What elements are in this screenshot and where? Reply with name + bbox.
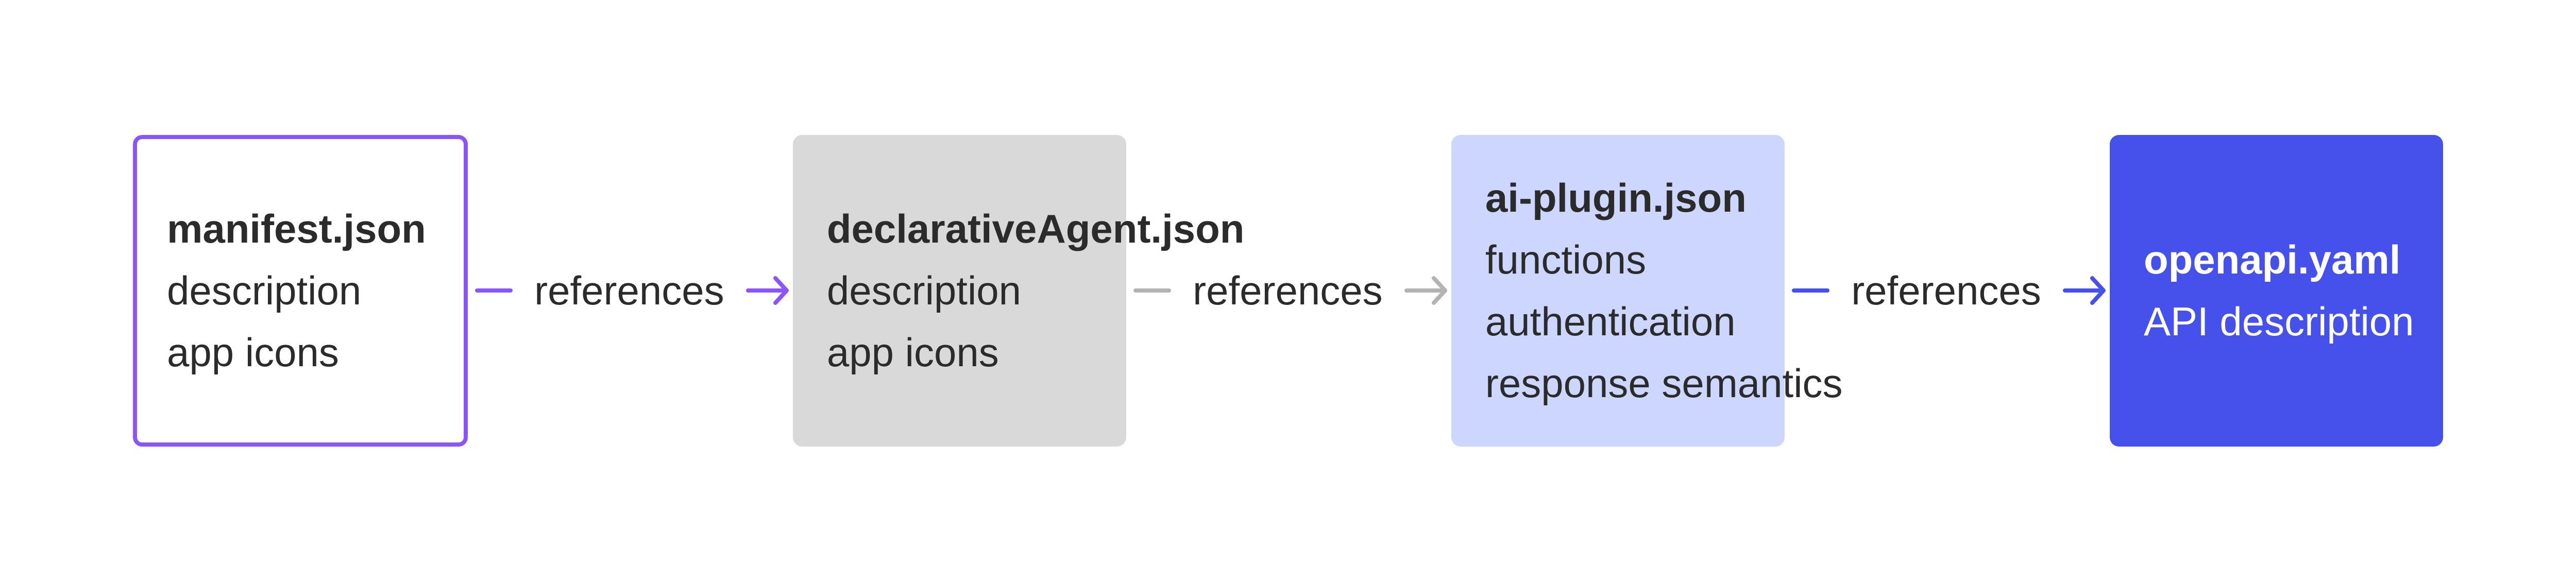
edge-label: references — [1193, 268, 1383, 313]
node-item: response semantics — [1485, 361, 1843, 406]
edge-line — [474, 288, 513, 293]
edge-manifest-to-agent: references — [468, 260, 793, 321]
node-item: app icons — [826, 330, 999, 375]
arrowhead-icon — [2090, 276, 2106, 305]
edge-plugin-to-openapi: references — [1785, 260, 2110, 321]
node-declarative-agent-json: declarativeAgent.json description app ic… — [792, 134, 1245, 447]
node-manifest-json: manifest.json description app icons — [133, 134, 468, 447]
edge-agent-to-plugin: references — [1126, 260, 1451, 321]
arrowhead-icon — [1431, 276, 1447, 305]
edge-line — [745, 288, 784, 293]
node-item: description — [826, 268, 1022, 313]
node-item: app icons — [167, 330, 339, 375]
node-openapi-yaml: openapi.yaml API description — [2109, 134, 2444, 447]
arrowhead-icon — [773, 276, 789, 305]
edge-line — [2062, 288, 2100, 293]
node-title: ai-plugin.json — [1485, 175, 1747, 220]
edge-line — [1404, 288, 1442, 293]
edge-label: references — [1851, 268, 2041, 313]
node-title: declarativeAgent.json — [826, 206, 1245, 251]
edge-label: references — [534, 268, 724, 313]
node-ai-plugin-json: ai-plugin.json functions authentication … — [1451, 134, 1843, 447]
edge-line — [1791, 288, 1830, 293]
node-title: manifest.json — [167, 206, 426, 251]
node-item: description — [167, 268, 362, 313]
node-title: openapi.yaml — [2143, 237, 2401, 282]
node-item: functions — [1485, 237, 1647, 282]
node-item: authentication — [1485, 299, 1736, 344]
edge-line — [1133, 288, 1172, 293]
node-item: API description — [2143, 299, 2414, 344]
